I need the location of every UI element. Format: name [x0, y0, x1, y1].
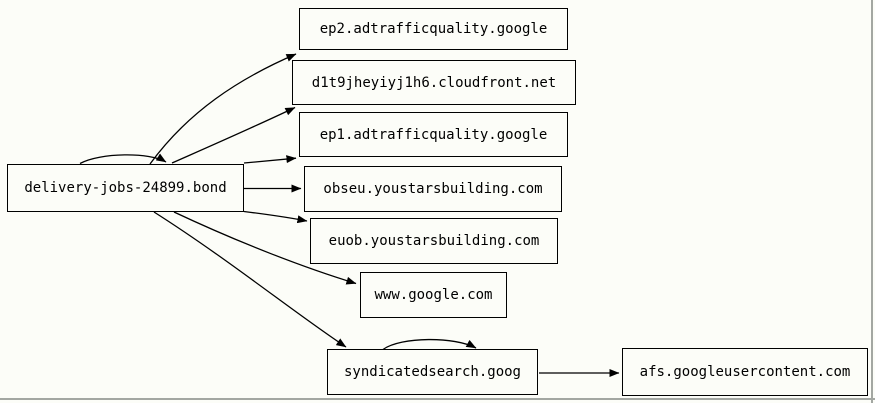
window-frame-right-edge: [871, 0, 873, 403]
node-d1t9jheyiyj1h6-cloudfront-net: d1t9jheyiyj1h6.cloudfront.net: [292, 60, 576, 105]
edge-delivery-to-www-google: [173, 211, 357, 285]
node-ep2-adtrafficquality-google: ep2.adtrafficquality.google: [299, 8, 568, 50]
node-ep1-adtrafficquality-google: ep1.adtrafficquality.google: [299, 112, 568, 157]
node-delivery-jobs-24899-bond: delivery-jobs-24899.bond: [7, 164, 244, 212]
node-label: euob.youstarsbuilding.com: [328, 233, 540, 249]
edge-delivery-self-loop: [79, 153, 167, 165]
window-frame-bottom-edge: [0, 398, 875, 400]
node-www-google-com: www.google.com: [360, 272, 507, 318]
edge-delivery-to-euob: [243, 210, 308, 224]
edge-delivery-to-ep1: [243, 155, 297, 164]
node-label: afs.googleusercontent.com: [639, 364, 851, 380]
node-label: syndicatedsearch.goog: [343, 364, 521, 380]
edge-delivery-to-ep2: [149, 53, 297, 165]
edge-delivery-to-syndicatedsearch: [153, 211, 347, 348]
node-afs-googleusercontent-com: afs.googleusercontent.com: [622, 348, 868, 396]
node-label: ep2.adtrafficquality.google: [319, 21, 548, 37]
node-label: delivery-jobs-24899.bond: [24, 180, 227, 196]
node-label: obseu.youstarsbuilding.com: [323, 181, 543, 197]
node-syndicatedsearch-goog: syndicatedsearch.goog: [327, 349, 538, 395]
node-label: www.google.com: [374, 287, 493, 303]
node-label: ep1.adtrafficquality.google: [319, 126, 548, 143]
node-obseu-youstarsbuilding-com: obseu.youstarsbuilding.com: [304, 166, 562, 212]
edge-delivery-to-cloudfront: [171, 106, 296, 164]
node-euob-youstarsbuilding-com: euob.youstarsbuilding.com: [310, 218, 558, 264]
edge-syndicatedsearch-self-loop: [382, 338, 477, 351]
node-label: d1t9jheyiyj1h6.cloudfront.net: [311, 74, 557, 91]
